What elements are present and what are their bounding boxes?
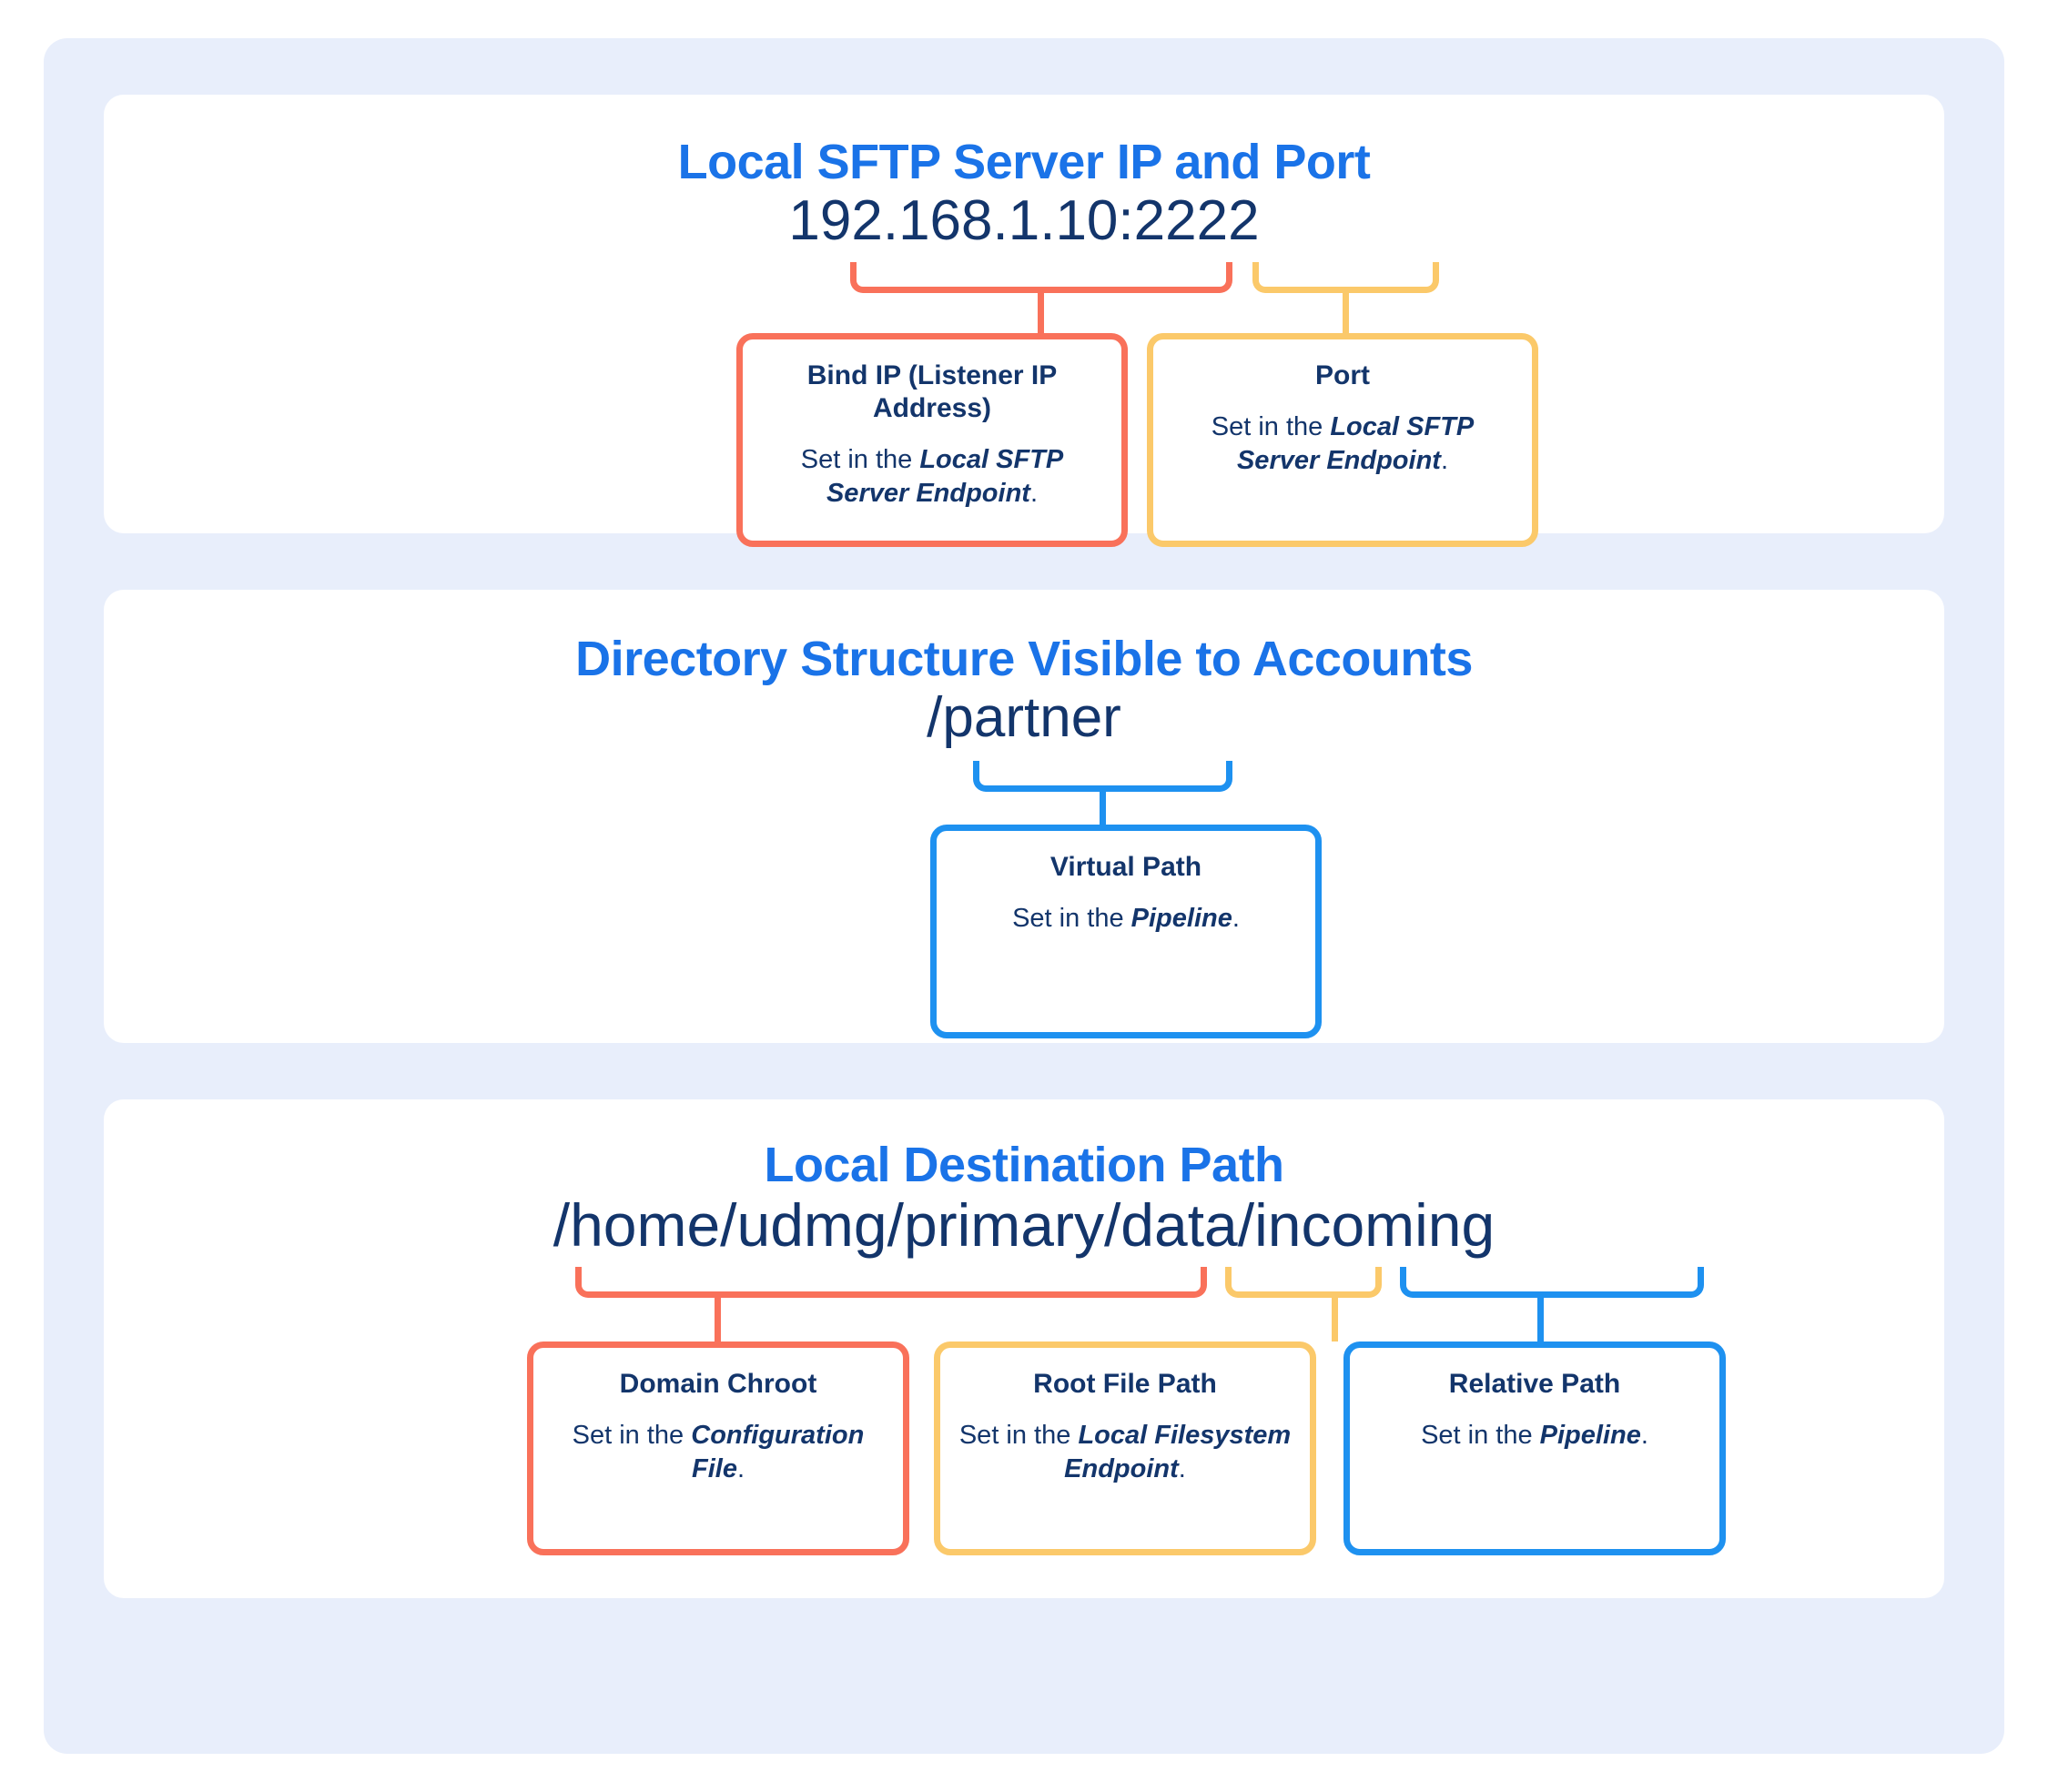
card-title-port: Port: [1315, 359, 1370, 390]
card-desc-strong-domain-chroot: Configuration File: [691, 1421, 865, 1484]
card-bind-ip[interactable]: Bind IP (Listener IP Address) Set in the…: [736, 332, 1128, 547]
card-desc-strong-port: Local SFTP Server Endpoint: [1236, 411, 1475, 476]
card-desc-prefix-domain-chroot: Set in the: [572, 1421, 692, 1451]
stem-root-file-path: [1332, 1298, 1338, 1342]
bracket-port: [1252, 261, 1439, 293]
panel-title-endpoint: Local SFTP Server IP and Port: [677, 135, 1371, 189]
card-desc-strong-relative-path: Pipeline: [1539, 1421, 1641, 1451]
card-desc-strong-virtual-path: Pipeline: [1130, 903, 1232, 933]
stem-port: [1343, 292, 1349, 333]
panel-value-endpoint: 192.168.1.10:2222: [788, 189, 1260, 253]
stem-bind-ip: [1038, 292, 1044, 333]
diagram-frame: Local SFTP Server IP and Port 192.168.1.…: [44, 38, 2004, 1754]
stem-domain-chroot: [715, 1298, 721, 1342]
card-desc-prefix-bind-ip: Set in the: [800, 444, 920, 474]
panel-value-destination: /home/udmg/primary/data/incoming: [553, 1191, 1495, 1260]
bracket-relative-path: [1400, 1267, 1704, 1299]
stem-relative-path: [1537, 1298, 1544, 1342]
card-desc-suffix-port: .: [1440, 446, 1449, 476]
bracket-bind-ip: [850, 261, 1232, 293]
card-virtual-path[interactable]: Virtual Path Set in the Pipeline.: [930, 824, 1322, 1038]
stem-virtual-path: [1100, 791, 1106, 825]
panel-local-destination-path: Local Destination Path /home/udmg/primar…: [104, 1099, 1944, 1598]
card-desc-suffix-domain-chroot: .: [736, 1454, 745, 1484]
bracket-virtual-path: [973, 760, 1232, 792]
card-desc-strong-root-file-path: Local Filesystem Endpoint: [1064, 1421, 1292, 1484]
panel-directory-structure: Directory Structure Visible to Accounts …: [104, 590, 1944, 1043]
card-desc-prefix-root-file-path: Set in the: [958, 1421, 1079, 1451]
panel-title-directory: Directory Structure Visible to Accounts: [575, 632, 1473, 686]
card-desc-virtual-path: Set in the Pipeline.: [955, 902, 1297, 936]
card-desc-prefix-port: Set in the: [1211, 411, 1331, 441]
card-title-root-file-path: Root File Path: [1033, 1369, 1217, 1400]
card-desc-bind-ip: Set in the Local SFTP Server Endpoint.: [761, 443, 1103, 511]
card-desc-prefix-relative-path: Set in the: [1421, 1421, 1540, 1451]
bracket-row-destination: Domain Chroot Set in the Configuration F…: [104, 1267, 1944, 1556]
card-desc-suffix-root-file-path: .: [1178, 1454, 1186, 1484]
card-title-virtual-path: Virtual Path: [1049, 851, 1202, 882]
panel-local-sftp-endpoint: Local SFTP Server IP and Port 192.168.1.…: [104, 95, 1944, 547]
card-port[interactable]: Port Set in the Local SFTP Server Endpoi…: [1147, 332, 1538, 547]
panel-value-directory: /partner: [927, 686, 1121, 750]
card-desc-suffix-virtual-path: .: [1232, 903, 1240, 933]
bracket-root-file-path: [1225, 1267, 1382, 1299]
panel-title-destination: Local Destination Path: [764, 1138, 1284, 1192]
card-root-file-path[interactable]: Root File Path Set in the Local Filesyst…: [934, 1341, 1316, 1556]
card-desc-suffix-bind-ip: .: [1029, 479, 1039, 509]
card-title-bind-ip: Bind IP (Listener IP Address): [806, 359, 1058, 423]
card-desc-port: Set in the Local SFTP Server Endpoint.: [1171, 410, 1514, 478]
card-desc-root-file-path: Set in the Local Filesystem Endpoint.: [958, 1419, 1292, 1486]
bracket-row-directory: Virtual Path Set in the Pipeline.: [104, 760, 1944, 1038]
card-desc-domain-chroot: Set in the Configuration File.: [552, 1419, 885, 1486]
bracket-row-endpoint: Bind IP (Listener IP Address) Set in the…: [104, 261, 1944, 547]
card-desc-suffix-relative-path: .: [1640, 1421, 1648, 1451]
card-desc-strong-bind-ip: Local SFTP Server Endpoint: [826, 444, 1064, 509]
card-domain-chroot[interactable]: Domain Chroot Set in the Configuration F…: [527, 1341, 909, 1556]
bracket-domain-chroot: [575, 1267, 1207, 1299]
card-title-relative-path: Relative Path: [1448, 1369, 1621, 1400]
card-relative-path[interactable]: Relative Path Set in the Pipeline.: [1343, 1341, 1726, 1556]
card-desc-prefix-virtual-path: Set in the: [1012, 903, 1131, 933]
card-desc-relative-path: Set in the Pipeline.: [1368, 1419, 1701, 1453]
card-title-domain-chroot: Domain Chroot: [619, 1369, 817, 1400]
